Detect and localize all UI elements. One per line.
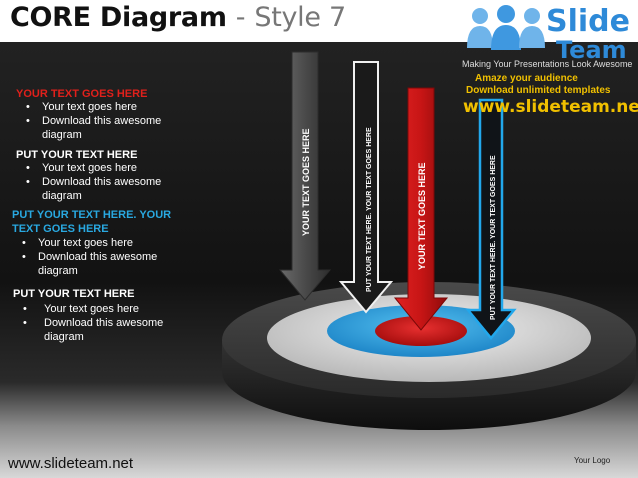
text-block-3-heading: PUT YOUR TEXT HERE. YOUR TEXT GOES HERE xyxy=(12,209,172,235)
list-item: Download this awesome diagram xyxy=(16,175,172,203)
promo-url: www.slideteam.net xyxy=(463,97,638,117)
brand-tagline: Making Your Presentations Look Awesome xyxy=(462,59,633,69)
footer-url: www.slideteam.net xyxy=(8,455,134,472)
title-main: CORE Diagram xyxy=(10,2,227,33)
text-block-4-heading: PUT YOUR TEXT HERE xyxy=(13,288,135,300)
list-item: Download this awesome diagram xyxy=(13,316,174,344)
text-block-1: YOUR TEXT GOES HERE Your text goes here … xyxy=(16,88,206,142)
text-block-3: PUT YOUR TEXT HERE. YOUR TEXT GOES HERE … xyxy=(12,208,202,278)
arrow-3: YOUR TEXT GOES HERE xyxy=(393,87,449,331)
list-item: Download this awesome diagram xyxy=(16,114,172,142)
list-item: Your text goes here xyxy=(13,302,203,316)
people-icon xyxy=(467,5,545,50)
slideteam-logo xyxy=(458,0,638,120)
text-block-2: PUT YOUR TEXT HERE Your text goes here D… xyxy=(16,149,206,203)
promo-line-2: Download unlimited templates xyxy=(466,85,611,96)
title-subtitle: Style 7 xyxy=(254,2,346,33)
footer-logo-placeholder: Your Logo xyxy=(574,456,611,465)
arrow-1-label: YOUR TEXT GOES HERE xyxy=(301,128,311,236)
list-item: Your text goes here xyxy=(16,161,206,175)
arrow-4: PUT YOUR TEXT HERE. YOUR TEXT GOES HERE xyxy=(465,98,517,340)
page-title: CORE Diagram - Style 7 xyxy=(10,2,346,33)
text-block-2-heading: PUT YOUR TEXT HERE xyxy=(16,149,138,161)
arrow-2: PUT YOUR TEXT HERE. YOUR TEXT GOES HERE xyxy=(338,61,394,314)
list-item: Your text goes here xyxy=(16,100,206,114)
text-block-4: PUT YOUR TEXT HERE Your text goes here D… xyxy=(13,288,203,344)
target-core xyxy=(375,316,467,346)
arrow-1: YOUR TEXT GOES HERE xyxy=(278,51,332,301)
arrow-3-label: YOUR TEXT GOES HERE xyxy=(417,162,427,270)
promo-line-1: Amaze your audience xyxy=(475,73,578,84)
list-item: Your text goes here xyxy=(12,236,202,250)
title-separator: - xyxy=(235,2,246,33)
text-block-1-heading: YOUR TEXT GOES HERE xyxy=(16,88,148,100)
list-item: Download this awesome diagram xyxy=(12,250,168,278)
arrow-4-label: PUT YOUR TEXT HERE. YOUR TEXT GOES HERE xyxy=(490,155,497,320)
logo-word-team: Team xyxy=(556,36,627,64)
arrow-2-label: PUT YOUR TEXT HERE. YOUR TEXT GOES HERE xyxy=(366,127,373,292)
logo-word-slide: Slide xyxy=(546,4,630,39)
